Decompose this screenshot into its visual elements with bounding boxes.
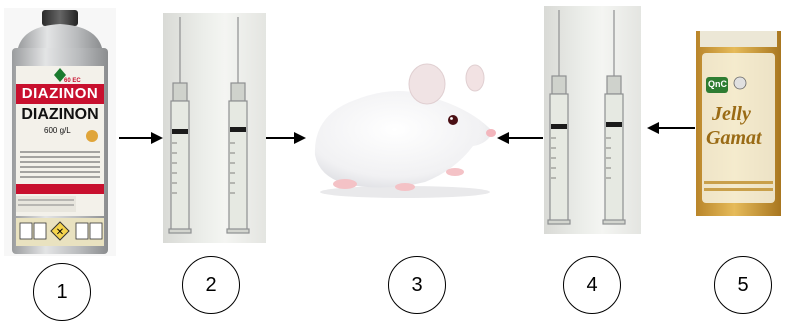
arrow-2-to-3	[266, 130, 306, 146]
syringes-drawing-2	[544, 6, 641, 234]
step-number-4: 4	[563, 256, 621, 314]
arrow-4-to-3	[497, 130, 543, 146]
bottle-product-line1: Jelly	[712, 103, 751, 126]
arrow-1-to-2	[119, 130, 163, 146]
syringes-image-2	[544, 6, 641, 234]
step-number-2: 2	[182, 256, 240, 314]
step-number-5: 5	[714, 256, 772, 314]
can-concentration: 600 g/L	[44, 126, 71, 135]
can-brand-top-sub: 60 EC	[64, 78, 81, 84]
diazinon-can-image: ✕ DIAZINON 60 EC DIAZINON 600 g/L	[4, 8, 116, 256]
bottle-product-line2: Gamat	[706, 127, 762, 150]
jelly-gamat-image: QnC Jelly Gamat	[696, 31, 781, 216]
bottle-logo: QnC	[708, 79, 727, 89]
step-number-3: 3	[388, 256, 446, 314]
mouse-drawing	[305, 60, 500, 200]
syringes-drawing-1	[163, 13, 266, 243]
can-brand-main: DIAZINON	[16, 106, 104, 124]
step-number-1: 1	[33, 263, 91, 321]
arrow-5-to-4	[647, 120, 695, 136]
can-brand-top: DIAZINON	[16, 85, 104, 102]
svg-text:✕: ✕	[56, 227, 64, 238]
mouse-image	[305, 60, 500, 200]
syringes-image-1	[163, 13, 266, 243]
